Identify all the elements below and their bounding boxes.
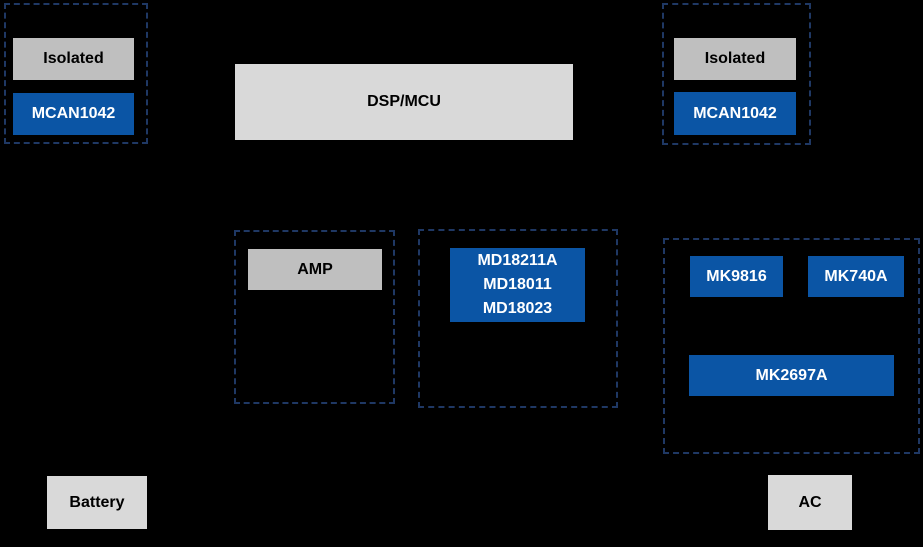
gate-driver-group <box>418 229 618 408</box>
dsp-mcu-block: DSP/MCU <box>235 64 573 140</box>
mk2697a-text: MK2697A <box>755 366 828 384</box>
isolated-label-right-text: Isolated <box>704 50 766 67</box>
mk740a-chip: MK740A <box>808 256 904 297</box>
mk2697a-chip: MK2697A <box>689 355 894 396</box>
gate-driver-chip: MD18211A MD18011 MD18023 <box>450 248 585 322</box>
power-stage-group <box>663 238 920 454</box>
gate-driver-line-3: MD18023 <box>482 300 553 317</box>
amp-block: AMP <box>248 249 382 290</box>
gate-driver-line-1: MD18211A <box>477 252 558 269</box>
mk9816-text: MK9816 <box>706 267 767 285</box>
left-isolated-can-group <box>4 3 148 144</box>
mk9816-chip: MK9816 <box>690 256 783 297</box>
mcan1042-right-text: MCAN1042 <box>693 104 777 122</box>
mcan1042-chip-right: MCAN1042 <box>674 92 796 135</box>
dsp-mcu-text: DSP/MCU <box>367 93 441 110</box>
ac-text: AC <box>798 493 822 511</box>
mcan1042-left-text: MCAN1042 <box>31 105 116 122</box>
isolated-label-box-left: Isolated <box>13 38 134 80</box>
amp-group <box>234 230 395 404</box>
battery-block: Battery <box>47 476 147 529</box>
right-isolated-can-group <box>662 3 811 145</box>
isolated-label-left-text: Isolated <box>43 50 104 67</box>
gate-driver-line-2: MD18011 <box>483 276 552 293</box>
battery-text: Battery <box>69 493 125 511</box>
mk740a-text: MK740A <box>824 267 888 285</box>
ac-block: AC <box>768 475 852 530</box>
isolated-label-box-right: Isolated <box>674 38 796 80</box>
amp-text: AMP <box>297 260 333 278</box>
mcan1042-chip-left: MCAN1042 <box>13 93 134 135</box>
